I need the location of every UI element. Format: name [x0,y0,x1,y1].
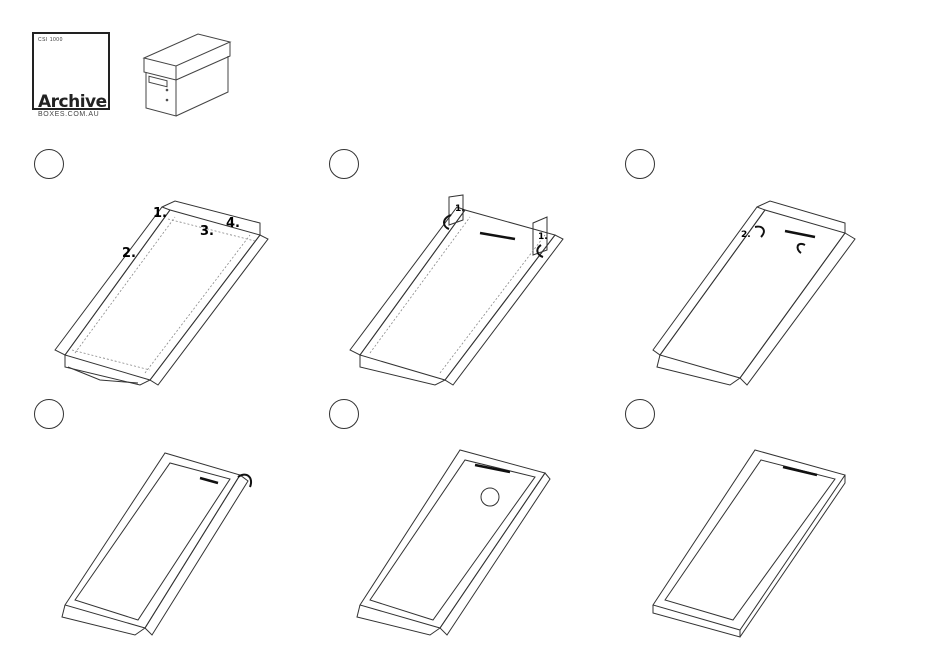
step-3-label-2: 2. [741,230,751,240]
step-6-circle [625,399,655,429]
step-1-circle [34,149,64,179]
step-5-circle [329,399,359,429]
step-1-label-2: 2. [122,246,136,261]
step-4-diagram [50,445,270,645]
step-2-circle [329,149,359,179]
step-3-diagram: 2. [645,195,865,395]
logo-wordmark: Archive [38,92,107,112]
step-5-diagram [345,445,565,645]
step-3-circle [625,149,655,179]
logo-subtitle: BOXES.COM.AU [38,111,99,118]
step-1-label-3: 3. [200,224,214,239]
step-1-label-4: 4. [226,216,240,231]
logo-code: CSI 1000 [38,37,63,43]
step-2-label-1: 1. [455,204,465,214]
step-1-diagram: 1. 2. 3. 4. [50,195,270,395]
step-2-label-2: 1. [538,232,548,242]
step-1-label-1: 1. [153,206,167,221]
step-2-diagram: 1. 1. [345,195,565,395]
assembled-box-illustration [140,28,240,118]
step-4-circle [34,399,64,429]
step-6-diagram [645,445,865,645]
brand-logo: CSI 1000 Archive [32,32,110,110]
